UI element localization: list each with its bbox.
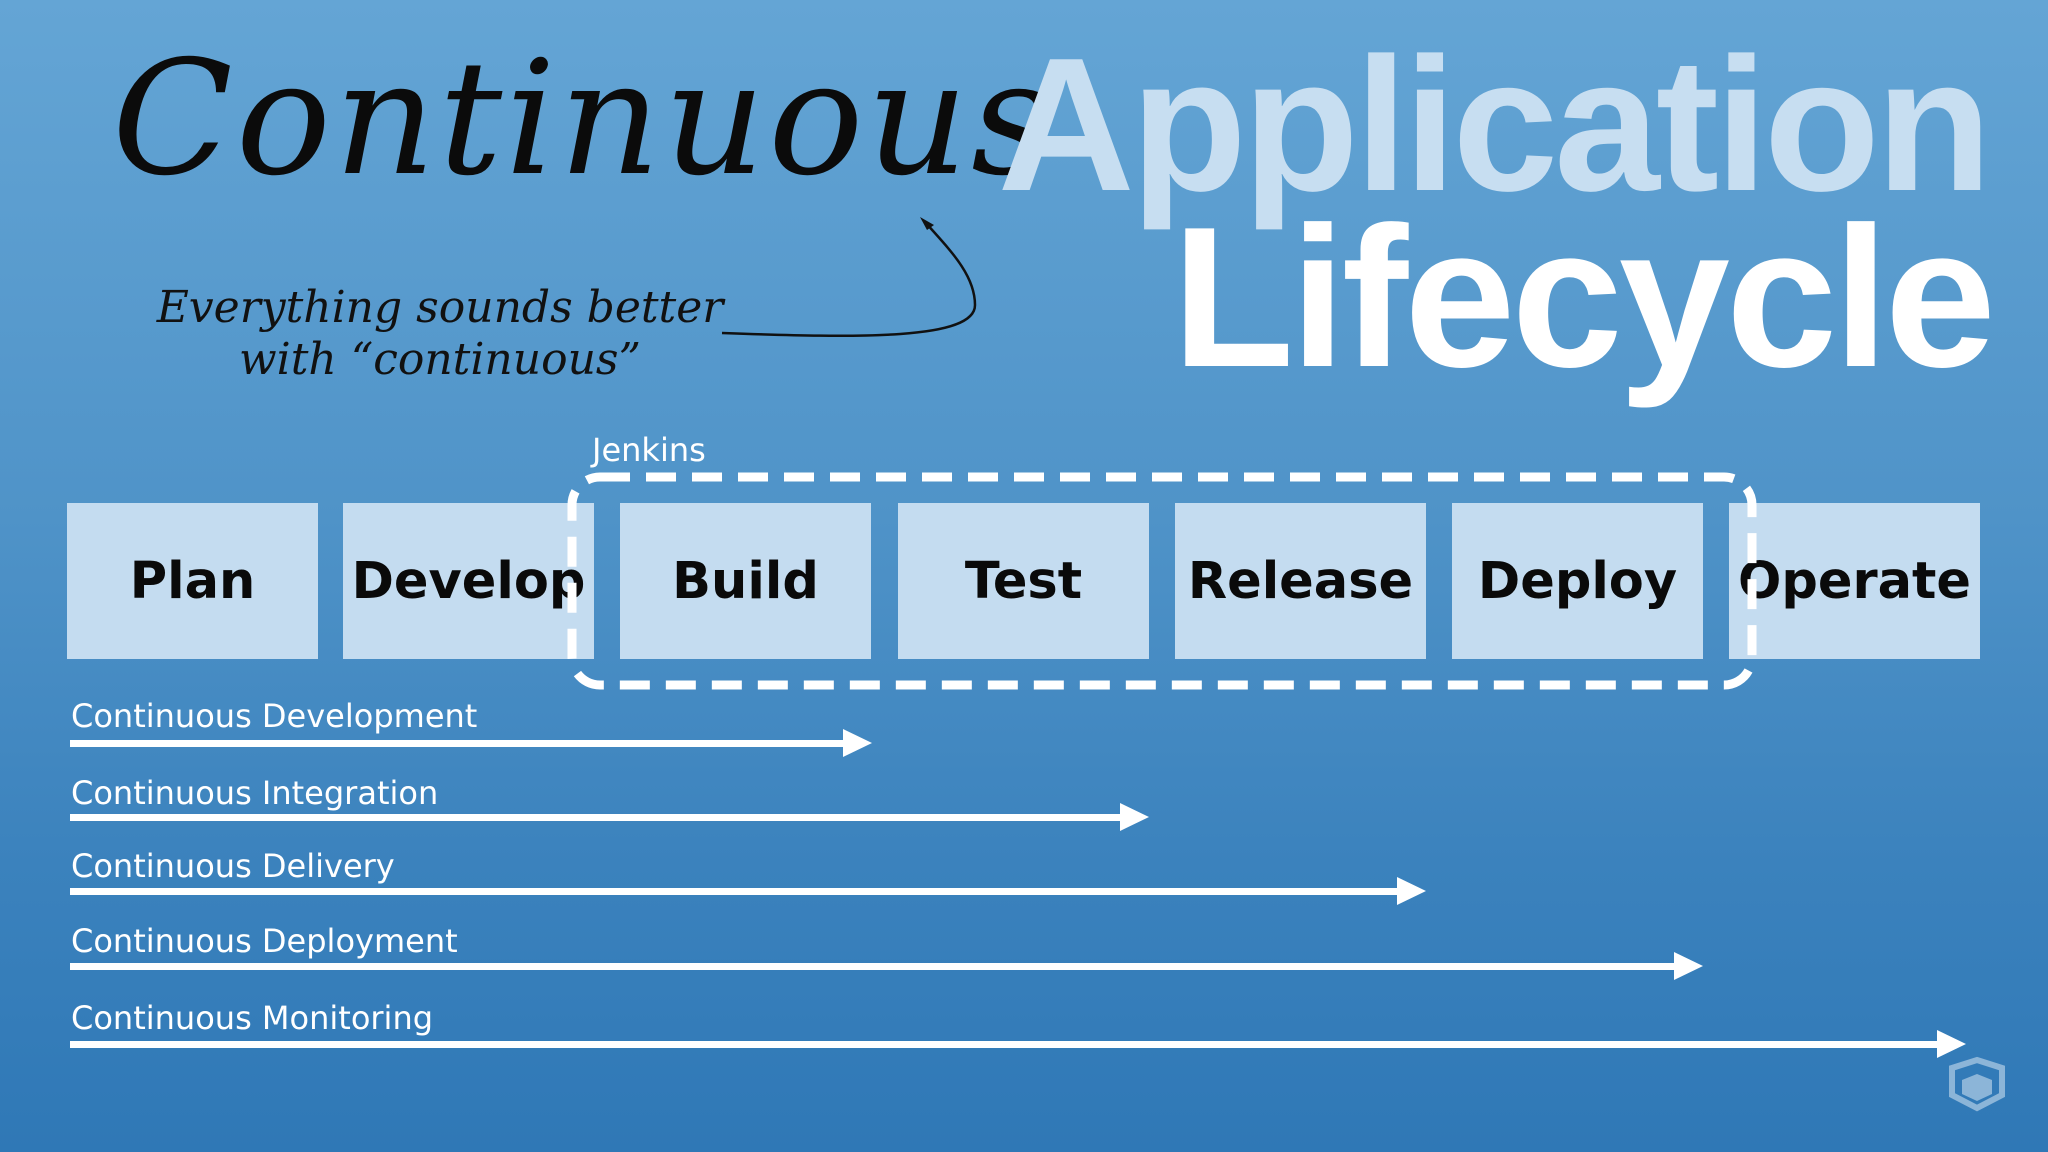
flow-arrowhead-deployment	[1674, 952, 1703, 980]
stage-plan: Plan	[67, 503, 318, 659]
flow-arrowhead-development	[843, 729, 872, 757]
flow-arrowhead-integration	[1120, 803, 1149, 831]
stage-label: Plan	[129, 551, 256, 611]
flow-arrowhead-delivery	[1397, 877, 1426, 905]
flow-arrowhead-monitoring	[1937, 1030, 1966, 1058]
flow-arrow-integration	[70, 814, 1123, 821]
stage-release: Release	[1175, 503, 1426, 659]
note-line-2: with “continuous”	[238, 334, 642, 385]
handwritten-note: Everything sounds better with “continuou…	[140, 282, 740, 386]
stage-deploy: Deploy	[1452, 503, 1703, 659]
flow-arrow-delivery	[70, 888, 1400, 895]
flow-label-monitoring: Continuous Monitoring	[71, 999, 434, 1037]
stage-label: Develop	[351, 551, 586, 611]
flow-arrow-development	[70, 740, 846, 747]
lifecycle-title: Lifecycle	[1171, 186, 1996, 409]
stage-label: Release	[1187, 551, 1414, 611]
stage-label: Deploy	[1477, 551, 1678, 611]
note-arrowhead-icon	[920, 217, 934, 230]
stage-label: Operate	[1738, 551, 1971, 611]
flow-label-deployment: Continuous Deployment	[71, 922, 458, 960]
stage-build: Build	[620, 503, 871, 659]
continuous-script-title: Continuous	[112, 27, 1056, 211]
flow-arrow-monitoring	[70, 1041, 1940, 1048]
flow-label-delivery: Continuous Delivery	[71, 847, 395, 885]
stage-test: Test	[898, 503, 1149, 659]
flow-label-integration: Continuous Integration	[71, 774, 439, 812]
jenkins-label: Jenkins	[592, 431, 706, 469]
flow-label-development: Continuous Development	[71, 697, 478, 735]
stage-label: Build	[672, 551, 819, 611]
stage-develop: Develop	[343, 503, 594, 659]
stage-label: Test	[964, 551, 1083, 611]
stage-operate: Operate	[1729, 503, 1980, 659]
note-curved-arrow	[721, 221, 977, 338]
note-line-1: Everything sounds better	[156, 282, 724, 333]
flow-arrow-deployment	[70, 963, 1677, 970]
shield-logo-icon	[1949, 1056, 2005, 1112]
application-title: Application	[997, 19, 1992, 231]
jenkins-dashed-frame	[567, 472, 1757, 690]
